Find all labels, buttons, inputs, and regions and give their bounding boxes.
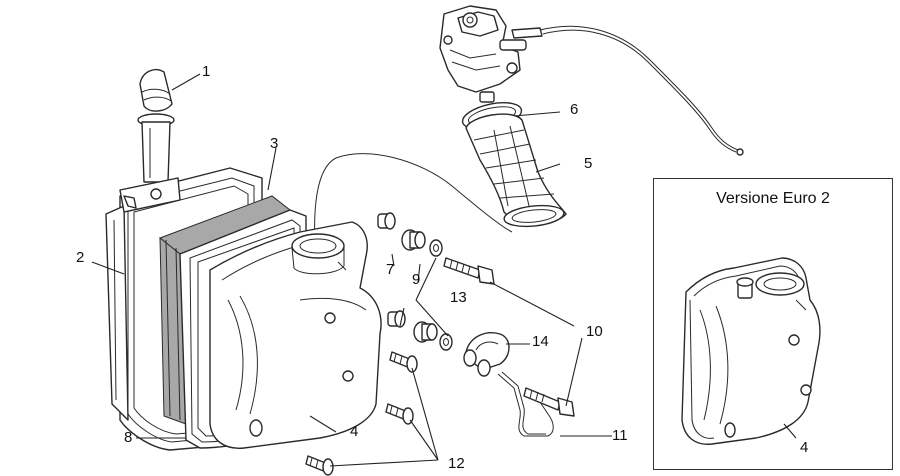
leader-lines xyxy=(91,73,612,467)
gasket xyxy=(159,195,291,425)
inset-callout-4: 4 xyxy=(800,439,809,456)
wire-bracket xyxy=(497,371,554,437)
screw-b xyxy=(385,403,414,425)
grommet-upper xyxy=(377,212,396,230)
spacer-bushing-upper xyxy=(401,229,426,251)
callout-10: 10 xyxy=(586,323,603,340)
inset-panel-euro2: Versione Euro 2 xyxy=(653,178,893,470)
callout-4: 4 xyxy=(350,423,359,440)
callout-12: 12 xyxy=(448,455,465,472)
callout-3: 3 xyxy=(270,135,279,152)
callout-2: 2 xyxy=(76,249,85,266)
carburettor xyxy=(439,5,543,93)
washer-upper xyxy=(429,239,443,257)
mounting-clamp xyxy=(463,332,510,377)
callout-13: 13 xyxy=(450,289,467,306)
callout-8: 8 xyxy=(124,429,133,446)
washer-lower xyxy=(439,333,453,351)
spacer-bushing-lower xyxy=(413,321,438,343)
callout-11: 11 xyxy=(612,427,628,444)
inset-title: Versione Euro 2 xyxy=(716,190,830,207)
callout-6: 6 xyxy=(570,101,579,118)
screw-a xyxy=(389,351,418,373)
breather-hose xyxy=(314,153,513,261)
callout-9: 9 xyxy=(412,271,421,288)
callout-5: 5 xyxy=(584,155,593,172)
throttle-cable xyxy=(539,25,739,151)
callout-14: 14 xyxy=(532,333,549,350)
callout-7: 7 xyxy=(386,261,395,278)
bolt-upper xyxy=(443,257,495,285)
screw-c xyxy=(305,455,334,476)
callout-1: 1 xyxy=(202,63,211,80)
inset-tank-drawing xyxy=(681,257,821,445)
tank-body xyxy=(209,221,382,449)
intake-sleeve xyxy=(465,113,567,228)
intake-pipe xyxy=(137,68,175,183)
bolt-lower xyxy=(523,387,575,417)
